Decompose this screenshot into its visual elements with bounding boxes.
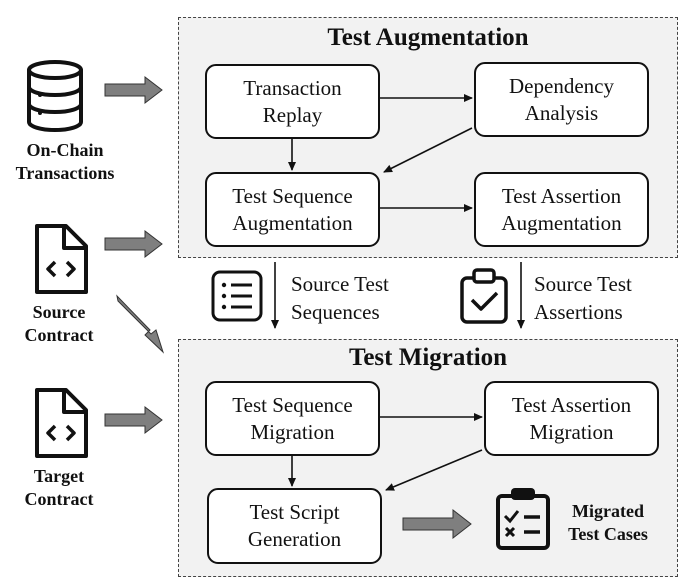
block-arrow-source: [104, 229, 163, 259]
test-assertion-augmentation-line2: Augmentation: [501, 210, 622, 235]
clipboard-results-icon: [496, 488, 550, 550]
arrow-dependency-to-seq-aug: [383, 127, 473, 173]
source-test-assertions-line1: Source Test: [534, 272, 632, 296]
test-migration-panel: Test Migration: [178, 339, 678, 577]
source-test-sequences-line2: Sequences: [291, 300, 380, 324]
flow-arrows: [271, 94, 525, 491]
test-assertion-augmentation-line1: Test Assertion: [501, 183, 622, 208]
block-arrow-source-to-migration: [116, 294, 165, 354]
dependency-analysis-line1: Dependency: [509, 73, 614, 98]
source-test-sequences-label: Source Test Sequences: [291, 270, 441, 326]
test-migration-title: Test Migration: [348, 344, 508, 371]
source-test-assertions-line2: Assertions: [534, 300, 623, 324]
test-script-generation-line1: Test Script: [249, 500, 340, 524]
block-arrows: [104, 75, 472, 540]
test-script-generation-line2: Generation: [247, 527, 342, 551]
on-chain-transactions-label: On-Chain Transactions: [6, 139, 124, 185]
target-code-file-icon: [35, 388, 88, 458]
test-sequence-augmentation-line2: Augmentation: [232, 210, 353, 235]
transaction-replay-line2: Replay: [262, 102, 323, 127]
dependency-analysis-line2: Analysis: [524, 100, 599, 125]
on-chain-line1: On-Chain: [26, 140, 104, 160]
test-sequence-augmentation-line1: Test Sequence: [232, 183, 353, 208]
block-arrow-target: [104, 405, 163, 435]
target-contract-label: Target Contract: [6, 465, 112, 511]
source-contract-line1: Source: [32, 302, 86, 322]
migrated-test-cases-line2: Test Cases: [568, 524, 648, 544]
transaction-replay-line1: Transaction: [243, 75, 342, 100]
source-test-assertions-label: Source Test Assertions: [534, 270, 674, 326]
test-augmentation-title: Test Augmentation: [327, 24, 529, 51]
test-assertion-migration-line1: Test Assertion: [511, 392, 632, 417]
arrow-assert-mig-to-script: [385, 449, 483, 491]
source-contract-line2: Contract: [24, 325, 94, 345]
test-assertion-migration-line2: Migration: [529, 419, 614, 444]
block-arrow-output: [402, 508, 472, 540]
source-contract-label: Source Contract: [6, 301, 112, 347]
block-arrow-onchain: [104, 75, 163, 105]
migrated-test-cases-line1: Migrated: [572, 501, 644, 521]
database-icon: [27, 60, 83, 132]
target-contract-line1: Target: [33, 466, 85, 486]
source-code-file-icon: [35, 224, 88, 294]
on-chain-line2: Transactions: [15, 163, 115, 183]
test-sequence-migration-line2: Migration: [250, 419, 335, 444]
source-test-sequences-line1: Source Test: [291, 272, 389, 296]
target-contract-line2: Contract: [24, 489, 94, 509]
list-icon: [211, 270, 263, 322]
migrated-test-cases-label: Migrated Test Cases: [556, 500, 660, 546]
clipboard-check-icon: [460, 268, 508, 324]
test-sequence-migration-line1: Test Sequence: [232, 392, 353, 417]
